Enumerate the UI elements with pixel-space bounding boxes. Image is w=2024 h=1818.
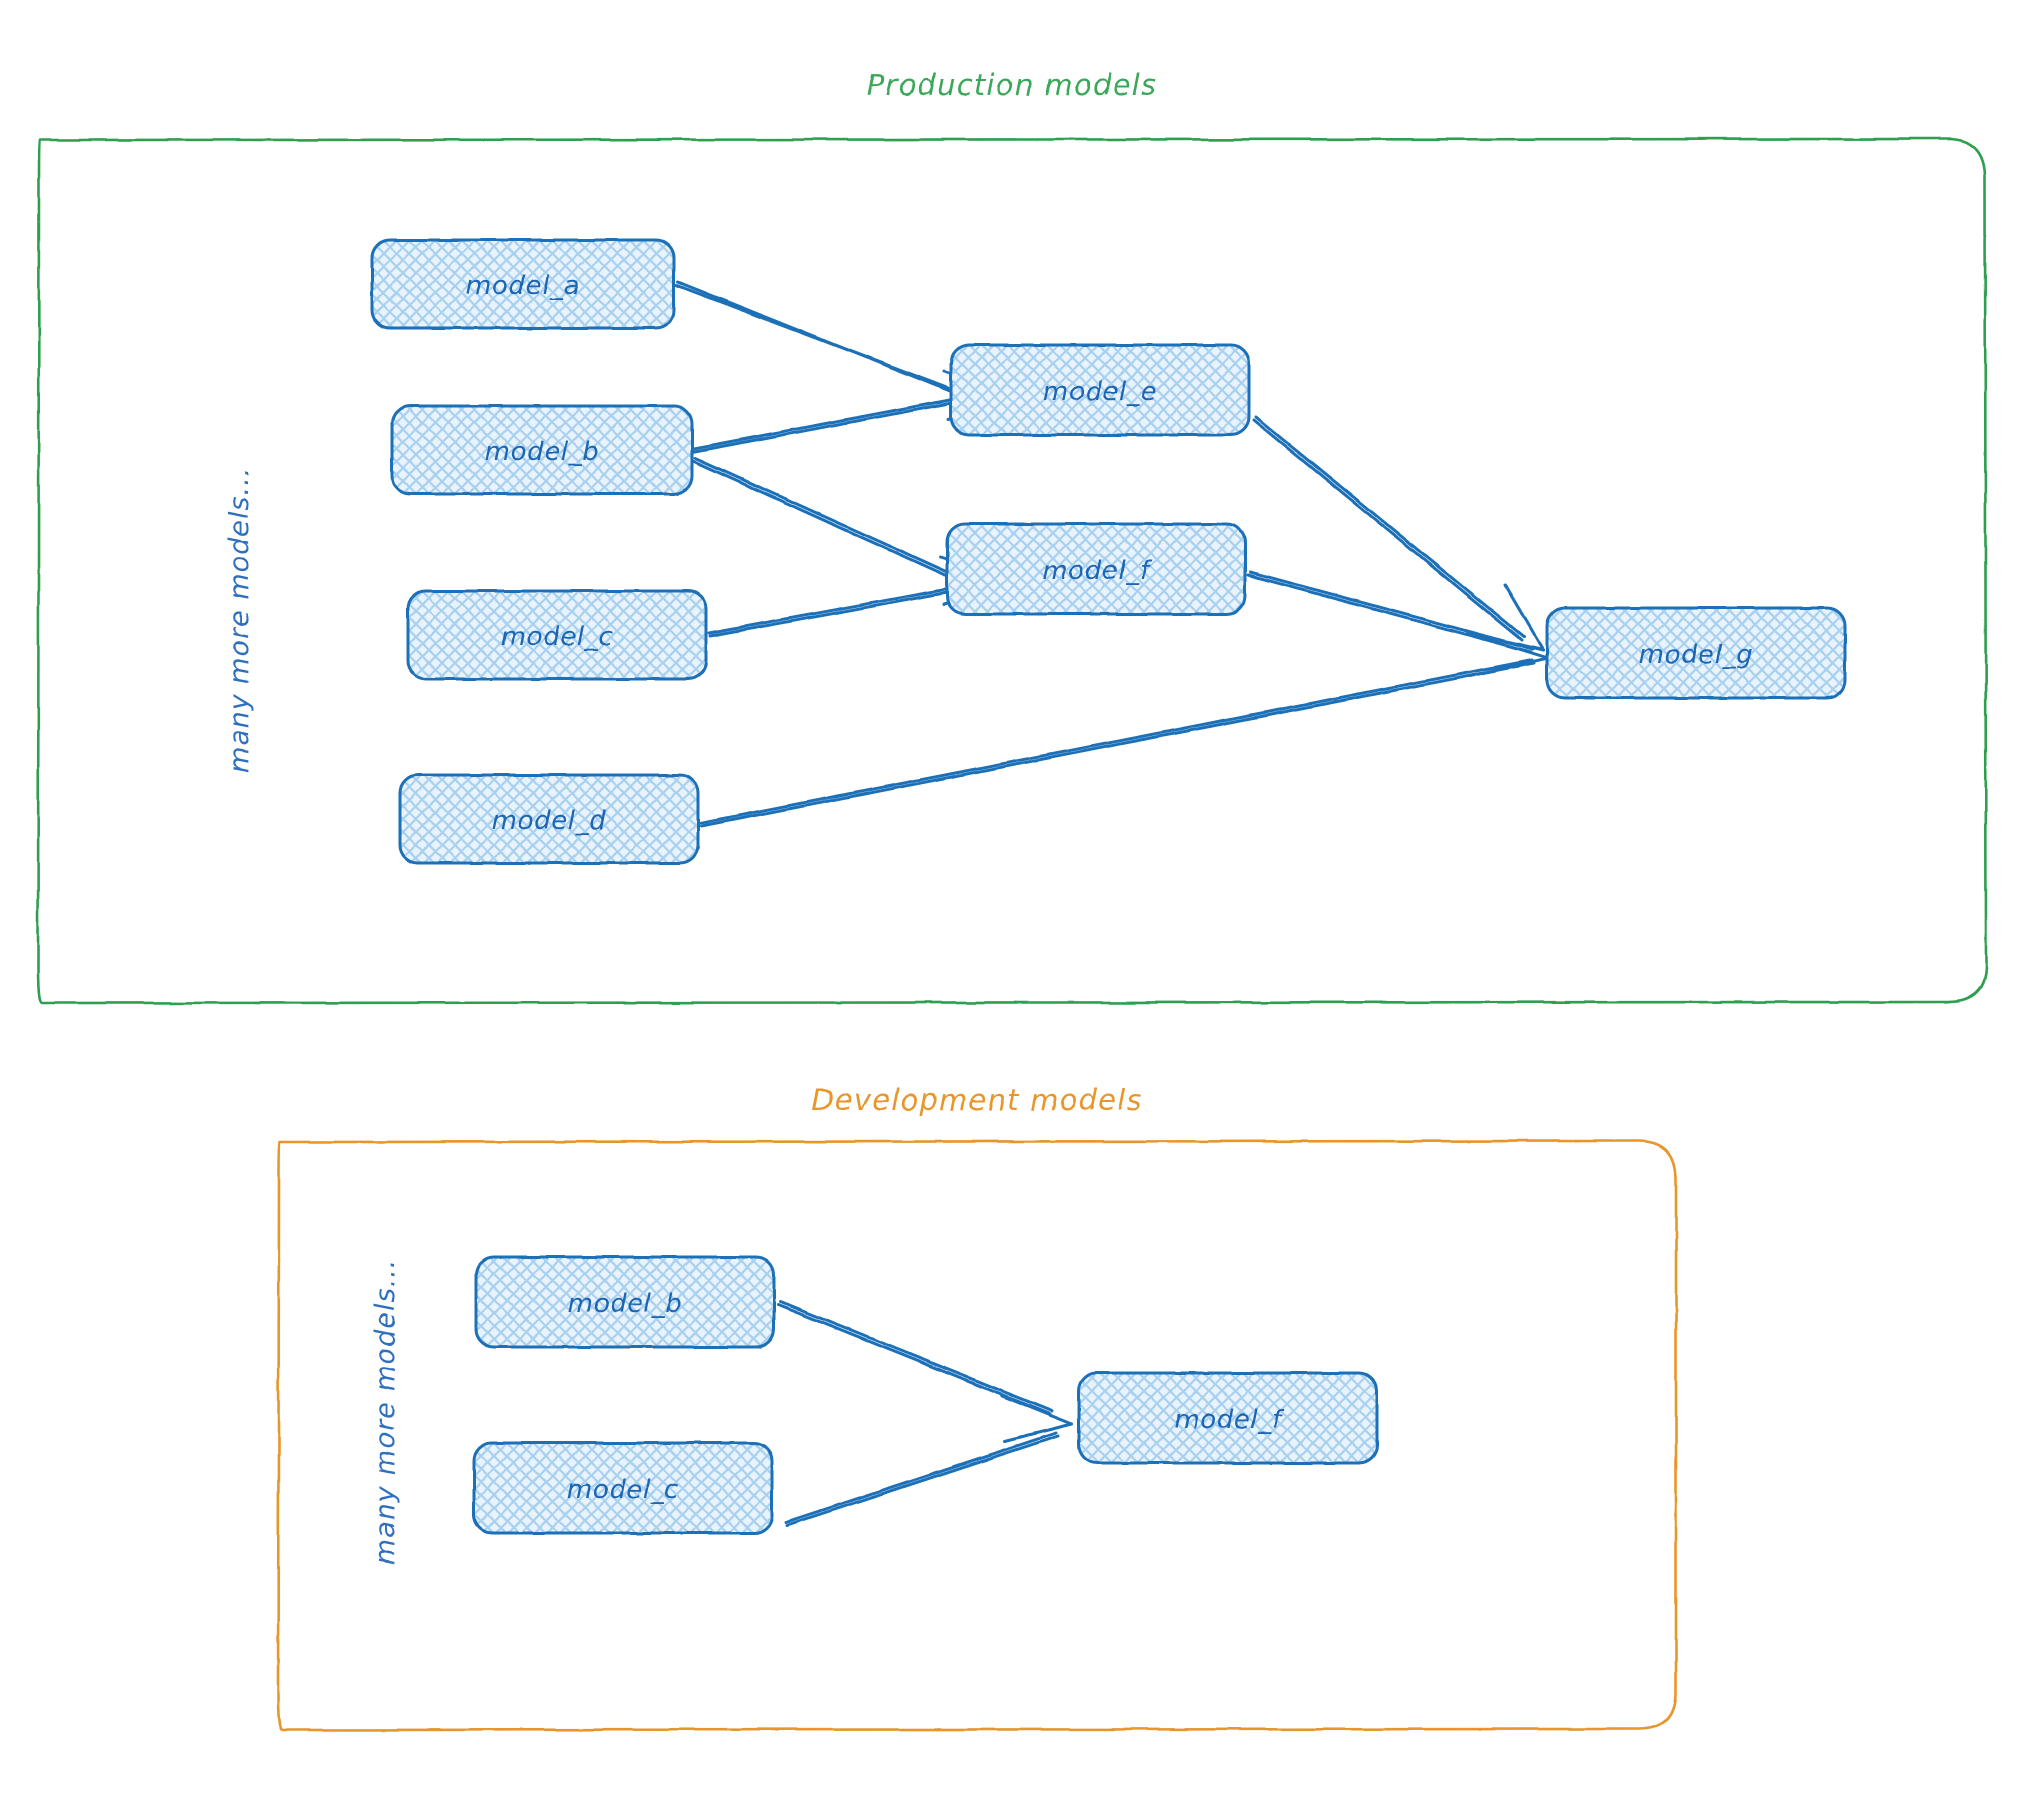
node-label-dev-model_b: model_b [568,1289,683,1319]
edge-model_d-to-model_g [698,658,1536,828]
node-model_g[interactable]: model_g [1545,606,1847,700]
node-dev-model_f[interactable]: model_f [1077,1371,1379,1465]
production-group-border [36,137,1988,1005]
node-label-model_a: model_a [466,271,580,301]
development-edges [776,1300,1074,1527]
node-dev-model_c[interactable]: model_c [472,1441,774,1535]
development-group[interactable]: Development models many more models... [276,1083,1678,1732]
production-side-note: many more models... [224,467,255,774]
node-model_f[interactable]: model_f [945,522,1247,616]
node-label-model_g: model_g [1639,640,1754,670]
node-label-model_e: model_e [1043,377,1157,407]
production-group-title: Production models [867,68,1157,102]
node-label-model_f: model_f [1042,556,1153,586]
development-side-note: many more models... [370,1259,401,1566]
node-label-model_b: model_b [485,437,600,467]
development-group-title: Development models [811,1083,1142,1117]
node-label-model_d: model_d [492,806,607,836]
development-group-border [276,1139,1678,1732]
node-model_c[interactable]: model_c [406,589,708,681]
node-dev-model_b[interactable]: model_b [474,1255,776,1349]
node-model_d[interactable]: model_d [398,773,700,865]
edge-dev-model_b-to-model_f [776,1300,1074,1443]
node-label-model_c: model_c [501,622,613,652]
node-model_b[interactable]: model_b [390,404,694,496]
production-edges [674,280,1550,828]
node-label-dev-model_f: model_f [1174,1405,1285,1435]
edge-dev-model_c-to-model_f [784,1431,1060,1527]
production-group[interactable]: Production models many more models... [36,68,1988,1005]
edge-model_c-to-model_f [707,587,952,638]
node-label-dev-model_c: model_c [567,1475,679,1505]
edge-model_b-to-model_e [689,398,954,454]
node-model_a[interactable]: model_a [370,238,676,330]
node-model_e[interactable]: model_e [949,343,1251,437]
